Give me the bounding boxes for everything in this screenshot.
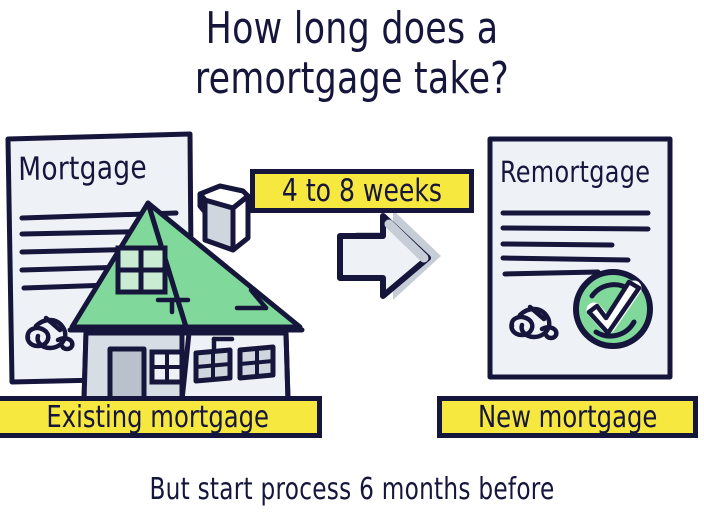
house-chimney bbox=[197, 183, 251, 253]
document-left-title: Mortgage bbox=[18, 148, 148, 188]
house-window-side-1 bbox=[193, 347, 233, 384]
document-right-signature bbox=[509, 304, 559, 341]
house-window-side-2 bbox=[237, 344, 276, 381]
duration-banner: 4 to 8 weeks bbox=[250, 169, 474, 213]
duration-banner-label: 4 to 8 weeks bbox=[281, 173, 443, 209]
new-mortgage-label: New mortgage bbox=[437, 396, 698, 438]
house-right-edge bbox=[283, 332, 291, 401]
house-door bbox=[107, 346, 147, 403]
house-side-mark bbox=[211, 336, 235, 351]
document-right bbox=[487, 136, 673, 380]
document-right-title: Remortgage bbox=[500, 155, 651, 189]
house-illustration bbox=[67, 183, 305, 403]
page-title-line-2: remortgage take? bbox=[194, 53, 510, 104]
right-arrow-icon bbox=[337, 210, 441, 300]
new-mortgage-text: New mortgage bbox=[477, 399, 658, 435]
house-roof-marks bbox=[155, 287, 269, 315]
existing-mortgage-text: Existing mortgage bbox=[46, 399, 270, 435]
document-left-signature bbox=[25, 315, 75, 352]
existing-mortgage-label: Existing mortgage bbox=[0, 396, 322, 438]
footer-note: But start process 6 months before bbox=[149, 472, 555, 507]
house-attic-window bbox=[115, 245, 168, 295]
page-title-line-1: How long does a bbox=[205, 3, 499, 54]
house-facade-divider bbox=[179, 332, 192, 401]
green-check-circle-icon bbox=[573, 269, 653, 349]
document-right-text-lines bbox=[500, 210, 651, 277]
arrow-body bbox=[337, 213, 431, 299]
house-window-front bbox=[149, 349, 185, 385]
arrow-highlight bbox=[384, 219, 429, 263]
